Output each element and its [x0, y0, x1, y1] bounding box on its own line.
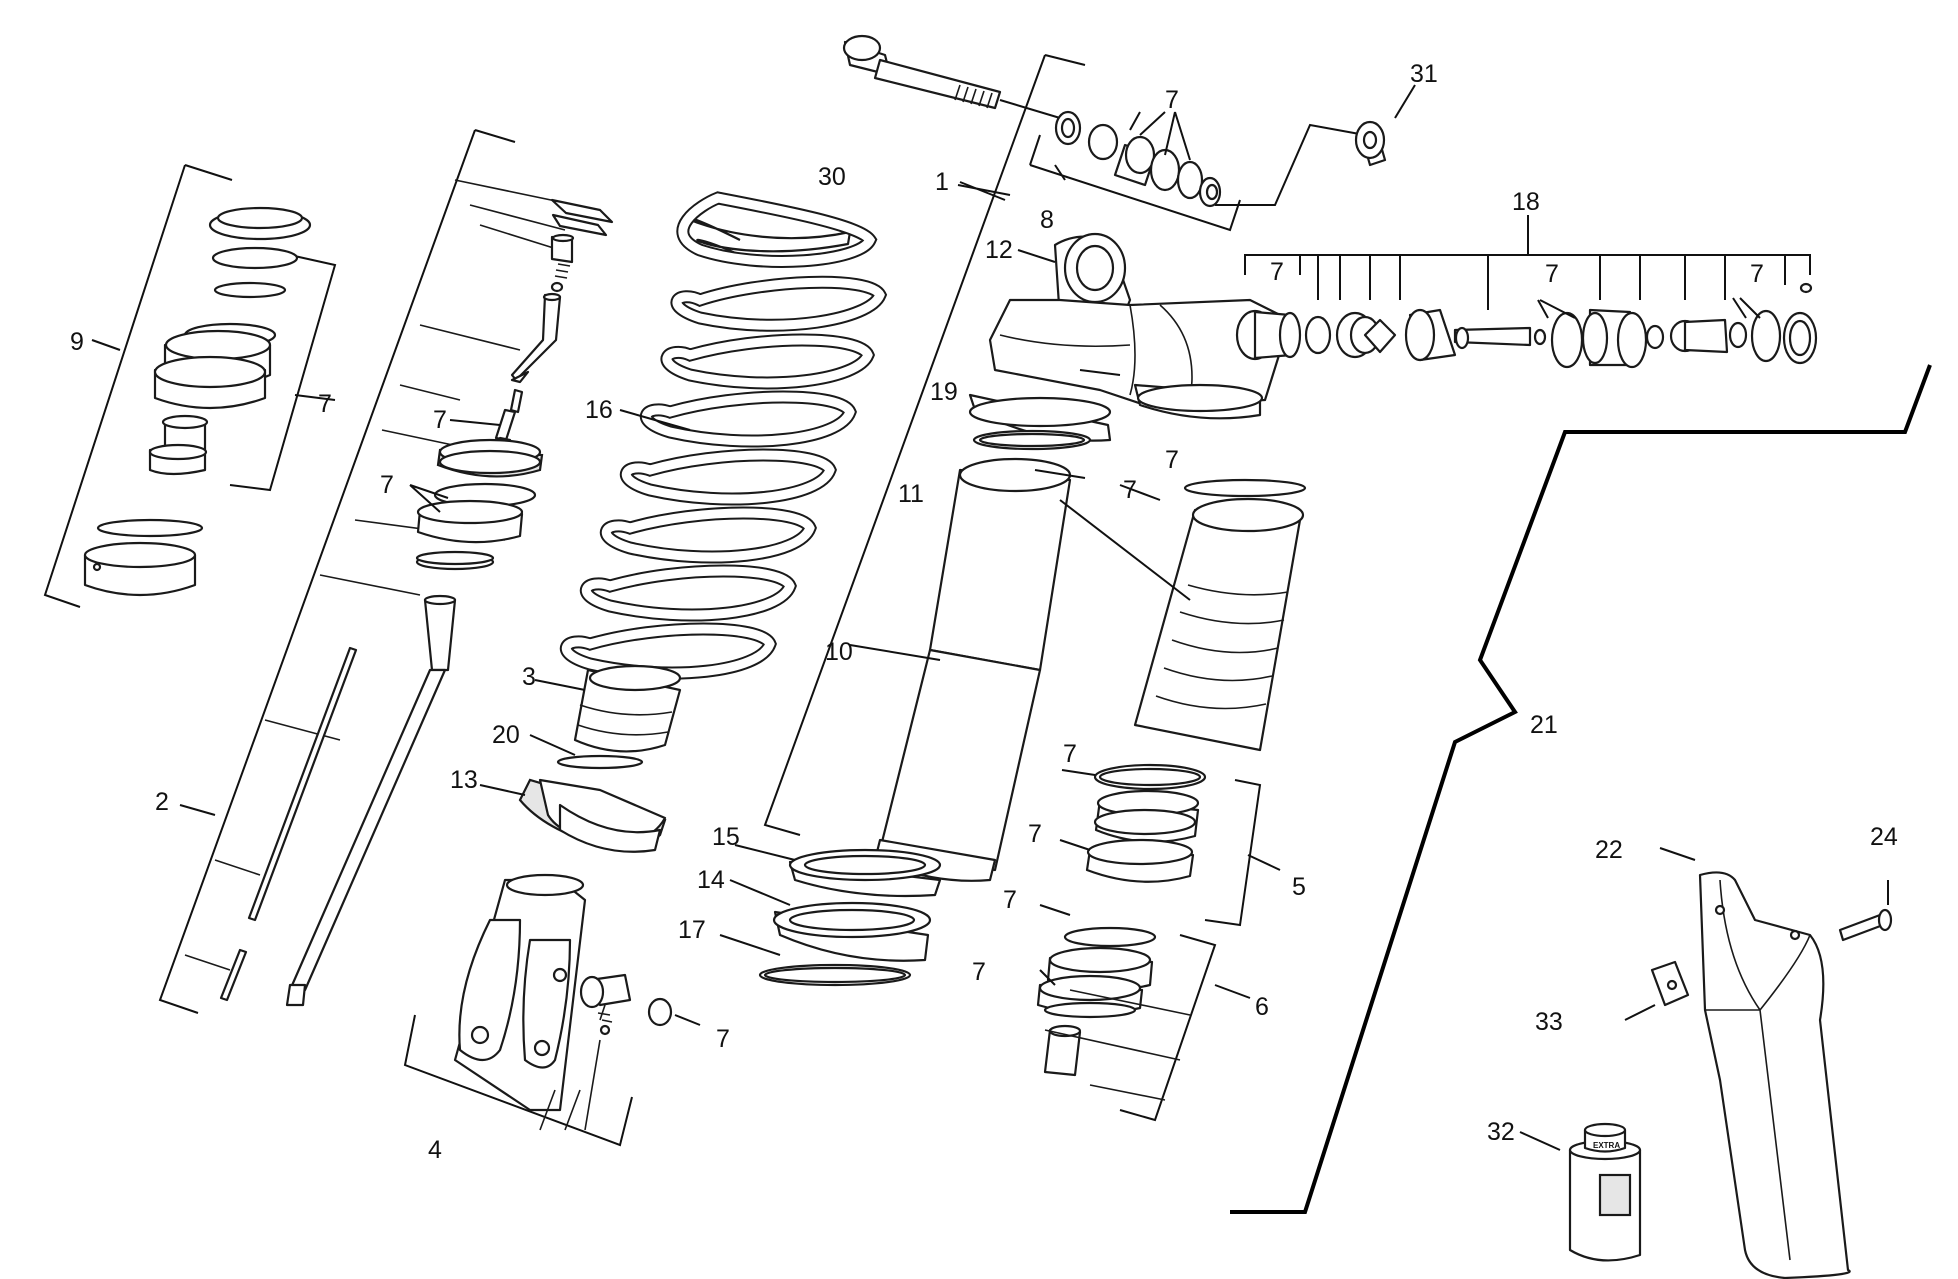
- callout-14: 14: [697, 866, 725, 894]
- bottle-label: EXTRA: [1593, 1141, 1620, 1150]
- callout-31: 31: [1410, 60, 1438, 88]
- lock-nut-15: [788, 848, 942, 898]
- callout-11: 11: [898, 480, 924, 508]
- callout-7-group9: 7: [318, 390, 332, 418]
- callout-10: 10: [825, 638, 853, 666]
- valve-group-18: [1235, 215, 1818, 369]
- callout-6: 6: [1255, 993, 1269, 1021]
- callout-5: 5: [1292, 873, 1306, 901]
- oring-7-bellows: [1183, 478, 1307, 498]
- bolt-24: [1838, 880, 1893, 942]
- callout-7-group6a: 7: [1003, 886, 1017, 914]
- callout-7-seals: 7: [380, 471, 394, 499]
- damper-tube-10: [873, 457, 1072, 882]
- callout-7-needle: 7: [433, 406, 447, 434]
- callout-8: 8: [1040, 206, 1054, 234]
- oring-7-body: [972, 429, 1092, 451]
- callout-16: 16: [585, 396, 613, 424]
- bolt-30: [842, 34, 1061, 119]
- bushing-group-8: [1029, 110, 1366, 232]
- ring-20: [556, 754, 644, 770]
- bracket-21: [1230, 364, 1932, 1214]
- callout-19: 19: [930, 378, 958, 406]
- mud-guard-22: [1698, 871, 1851, 1279]
- callout-30: 30: [818, 163, 846, 191]
- part-group-9: [43, 164, 337, 608]
- bellows-11: [1133, 497, 1305, 752]
- callout-7-group6b: 7: [972, 958, 986, 986]
- callout-2: 2: [155, 788, 169, 816]
- clip-33: [1624, 960, 1690, 1021]
- callout-22: 22: [1595, 836, 1623, 864]
- bottle-32: EXTRA: [1519, 1122, 1642, 1262]
- callout-1: 1: [935, 168, 949, 196]
- callout-7-18c: 7: [1750, 260, 1764, 288]
- callout-32: 32: [1487, 1118, 1515, 1146]
- lower-eye-4: [403, 873, 701, 1147]
- callout-7-18b: 7: [1545, 260, 1559, 288]
- callout-17: 17: [678, 916, 706, 944]
- callout-33: 33: [1535, 1008, 1563, 1036]
- callout-7-body: 7: [1123, 476, 1137, 504]
- callout-15: 15: [712, 823, 740, 851]
- bump-stop-3: [573, 664, 682, 753]
- spring-cap-13: [518, 778, 667, 853]
- callout-3: 3: [522, 663, 536, 691]
- callout-labels: 1 2 3 4 5 6 7 7 7 7 7 7 7 7 7 7 7 7 7 7 …: [70, 60, 1898, 1164]
- piston-group-5: [1085, 763, 1281, 927]
- clip-17: [758, 963, 912, 987]
- reservoir-head-12: [988, 232, 1292, 420]
- valve-group-6: [1036, 926, 1251, 1122]
- callout-24: 24: [1870, 823, 1898, 851]
- callout-12: 12: [985, 236, 1013, 264]
- callout-7-group5a: 7: [1063, 740, 1077, 768]
- callout-21: 21: [1530, 711, 1558, 739]
- callout-18: 18: [1512, 188, 1540, 216]
- nut-31: [1354, 84, 1416, 167]
- callout-13: 13: [450, 766, 478, 794]
- callout-4: 4: [428, 1136, 442, 1164]
- callout-20: 20: [492, 721, 520, 749]
- adjuster-ring-14: [772, 901, 932, 962]
- callout-9: 9: [70, 328, 84, 356]
- callout-7-eye: 7: [716, 1025, 730, 1053]
- shock-body-1: [763, 54, 1086, 836]
- part-group-2: [158, 129, 614, 1014]
- coil-spring-16: [559, 191, 888, 680]
- callout-7-18a: 7: [1270, 258, 1284, 286]
- callout-7-bushing: 7: [1165, 86, 1179, 114]
- callout-7-group5b: 7: [1028, 820, 1042, 848]
- ring-19: [968, 393, 1112, 442]
- leader-lines: [179, 181, 1696, 986]
- callout-7-bellows: 7: [1165, 446, 1179, 474]
